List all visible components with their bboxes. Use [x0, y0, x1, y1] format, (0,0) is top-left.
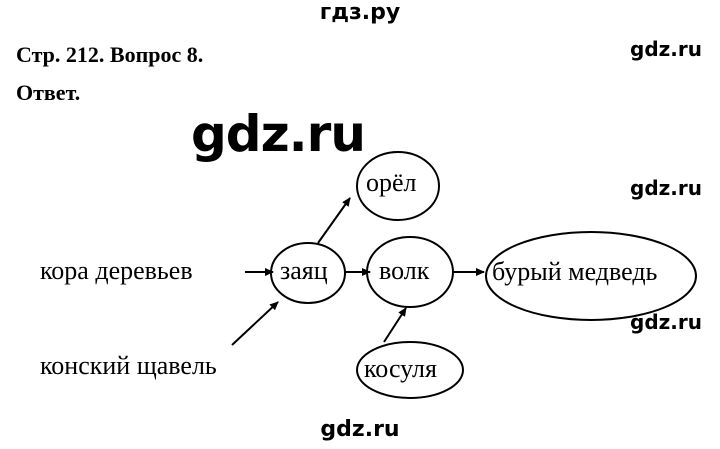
node-bear: бурый медведь — [492, 257, 658, 286]
node-wolf: волк — [379, 256, 430, 285]
node-eagle: орёл — [366, 168, 417, 197]
roe-ellipse — [356, 341, 464, 399]
answer-heading: Ответ. — [16, 80, 81, 105]
node-sorrel: конский щавель — [40, 351, 217, 380]
arrow-hare-to-eagle — [317, 197, 351, 244]
arrow-sorrel-to-hare — [231, 301, 279, 346]
watermark-big: gdz.ru — [191, 105, 366, 163]
arrow-roe-to-wolf — [383, 307, 407, 343]
watermark-top: гдз.ру — [319, 0, 401, 25]
watermark-right-1: gdz.ru — [630, 37, 702, 61]
bear-ellipse — [485, 231, 697, 321]
question-heading: Стр. 212. Вопрос 8. — [16, 42, 204, 67]
node-hare: заяц — [280, 256, 328, 285]
node-bark: кора деревьев — [40, 256, 193, 285]
node-roe: косуля — [364, 354, 437, 383]
watermark-right-2: gdz.ru — [630, 176, 702, 200]
eagle-ellipse — [356, 151, 440, 221]
watermark-bottom: gdz.ru — [320, 417, 400, 442]
